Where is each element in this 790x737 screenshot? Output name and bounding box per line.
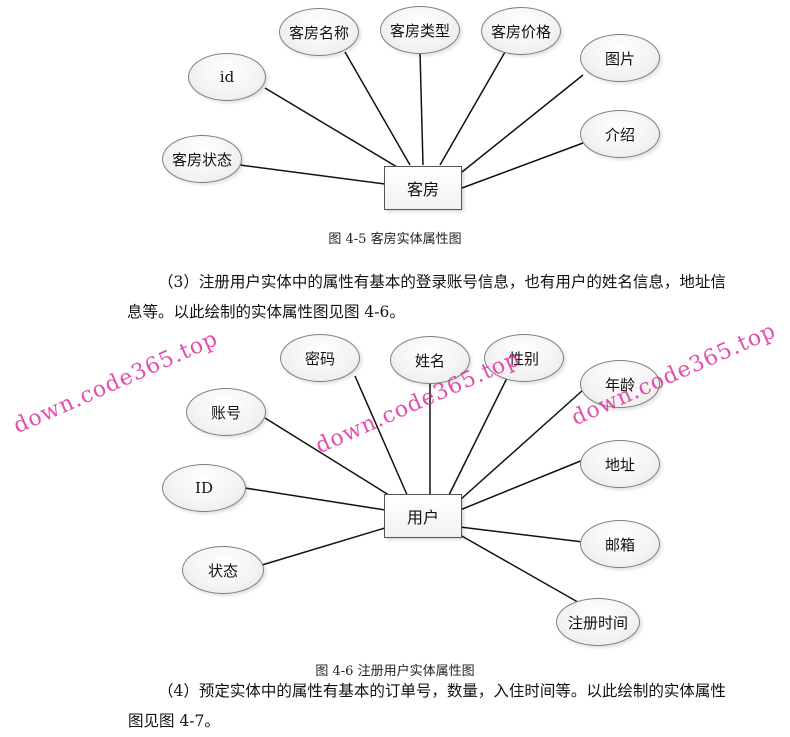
attr-email: 邮箱 (580, 520, 660, 568)
connector-user-status (261, 527, 386, 566)
connector-register-time (459, 534, 584, 606)
attr-account: 账号 (186, 388, 266, 436)
connector-room-status (239, 164, 386, 185)
attr-image: 图片 (580, 34, 660, 82)
connector-room-type (419, 51, 424, 166)
paragraph-line-text: （3）注册用户实体中的属性有基本的登录账号信息，也有用户的姓名信息，地址信 (158, 273, 726, 291)
attr-label: 邮箱 (604, 535, 635, 554)
figure-45-caption: 图 4-5 客房实体属性图 (328, 232, 462, 247)
attr-label: 图片 (604, 49, 635, 68)
connector-room-name (344, 51, 411, 166)
attr-room-type: 客房类型 (380, 6, 460, 54)
attr-age: 年龄 (580, 360, 660, 408)
connector-ID (244, 487, 386, 511)
connector-account (264, 417, 393, 498)
attr-label: 状态 (207, 561, 238, 580)
attr-label: 客房类型 (389, 21, 450, 40)
entity-label: 用户 (406, 508, 439, 527)
attr-address: 地址 (580, 440, 660, 488)
attr-room-status: 客房状态 (162, 135, 242, 183)
attr-label: ID (195, 479, 213, 497)
connector-password (354, 375, 409, 498)
paragraph-line: （3）注册用户实体中的属性有基本的登录账号信息，也有用户的姓名信息，地址信 (128, 267, 738, 297)
attr-user-status: 状态 (182, 546, 264, 594)
paragraph-4: （4）预定实体中的属性有基本的订单号，数量，入住时间等。以此绘制的实体属性 图见… (128, 676, 738, 736)
attr-label: 地址 (604, 455, 635, 474)
connector-intro (461, 142, 584, 189)
attr-label: 客房状态 (171, 150, 232, 169)
connector-id (264, 87, 403, 171)
attr-room-name: 客房名称 (279, 8, 359, 56)
attr-label: id (219, 68, 235, 86)
attr-password: 密码 (280, 334, 360, 382)
attr-label: 账号 (210, 403, 241, 422)
attr-label: 性别 (508, 349, 539, 368)
attr-label: 客房价格 (490, 22, 551, 41)
paragraph-line: 图见图 4-7。 (128, 712, 220, 730)
attr-name: 姓名 (390, 336, 470, 384)
attr-label: 客房名称 (288, 23, 349, 42)
connector-address (459, 459, 584, 511)
paragraph-line: 息等。以此绘制的实体属性图见图 4-6。 (127, 303, 405, 321)
connector-gender (447, 375, 509, 498)
attr-label: 姓名 (414, 351, 445, 370)
attr-intro: 介绍 (580, 110, 660, 158)
attr-label: 注册时间 (567, 613, 628, 632)
connector-image (461, 74, 584, 173)
attr-label: 年龄 (604, 375, 635, 394)
paragraph-3: （3）注册用户实体中的属性有基本的登录账号信息，也有用户的姓名信息，地址信 息等… (127, 267, 738, 327)
attr-label: 介绍 (604, 125, 635, 144)
paragraph-line-text: （4）预定实体中的属性有基本的订单号，数量，入住时间等。以此绘制的实体属性 (158, 682, 726, 700)
attr-room-price: 客房价格 (481, 7, 561, 55)
connector-age (459, 389, 584, 501)
entity-room: 客房 (384, 166, 462, 210)
attr-label: 密码 (304, 349, 335, 368)
paragraph-line: （4）预定实体中的属性有基本的订单号，数量，入住时间等。以此绘制的实体属性 (128, 676, 738, 706)
connector-room-price (439, 51, 506, 166)
figure-46-caption: 图 4-6 注册用户实体属性图 (315, 664, 475, 679)
attr-gender: 性别 (484, 334, 564, 382)
attr-register-time: 注册时间 (556, 598, 640, 646)
entity-user: 用户 (384, 494, 462, 538)
connector-email (459, 526, 584, 543)
attr-ID: ID (162, 464, 246, 512)
entity-label: 客房 (406, 180, 439, 199)
attr-id: id (188, 53, 266, 101)
